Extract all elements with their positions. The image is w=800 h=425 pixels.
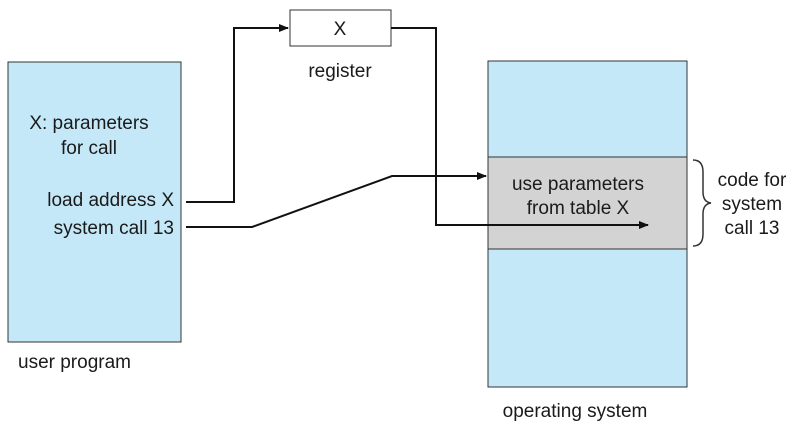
brace-label-line2: system	[722, 194, 782, 215]
user-program-rect	[7, 61, 182, 343]
user-program-caption: user program	[18, 352, 131, 373]
system-call-line: system call 13	[54, 218, 174, 239]
arrow-load-to-register	[186, 24, 289, 203]
user-program-block: X: parameters for call load address X sy…	[7, 61, 182, 343]
code-region-brace	[692, 159, 712, 247]
code-line1: use parameters	[512, 174, 644, 195]
register-value: X	[334, 19, 347, 40]
code-line2: from table X	[527, 198, 630, 219]
register-block: X	[289, 9, 392, 47]
arrow-register-to-code	[391, 27, 649, 229]
load-address-line: load address X	[47, 190, 174, 211]
register-rect	[289, 9, 392, 47]
operating-system-caption: operating system	[503, 401, 648, 422]
register-caption: register	[308, 61, 372, 82]
brace-label-line3: call 13	[725, 218, 780, 239]
brace-label-line1: code for	[718, 170, 787, 191]
user-program-param-line1: X: parameters	[29, 113, 148, 134]
user-program-param-line2: for call	[61, 138, 117, 159]
system-call-code-region	[487, 156, 688, 250]
arrow-syscall-to-code	[186, 172, 487, 228]
